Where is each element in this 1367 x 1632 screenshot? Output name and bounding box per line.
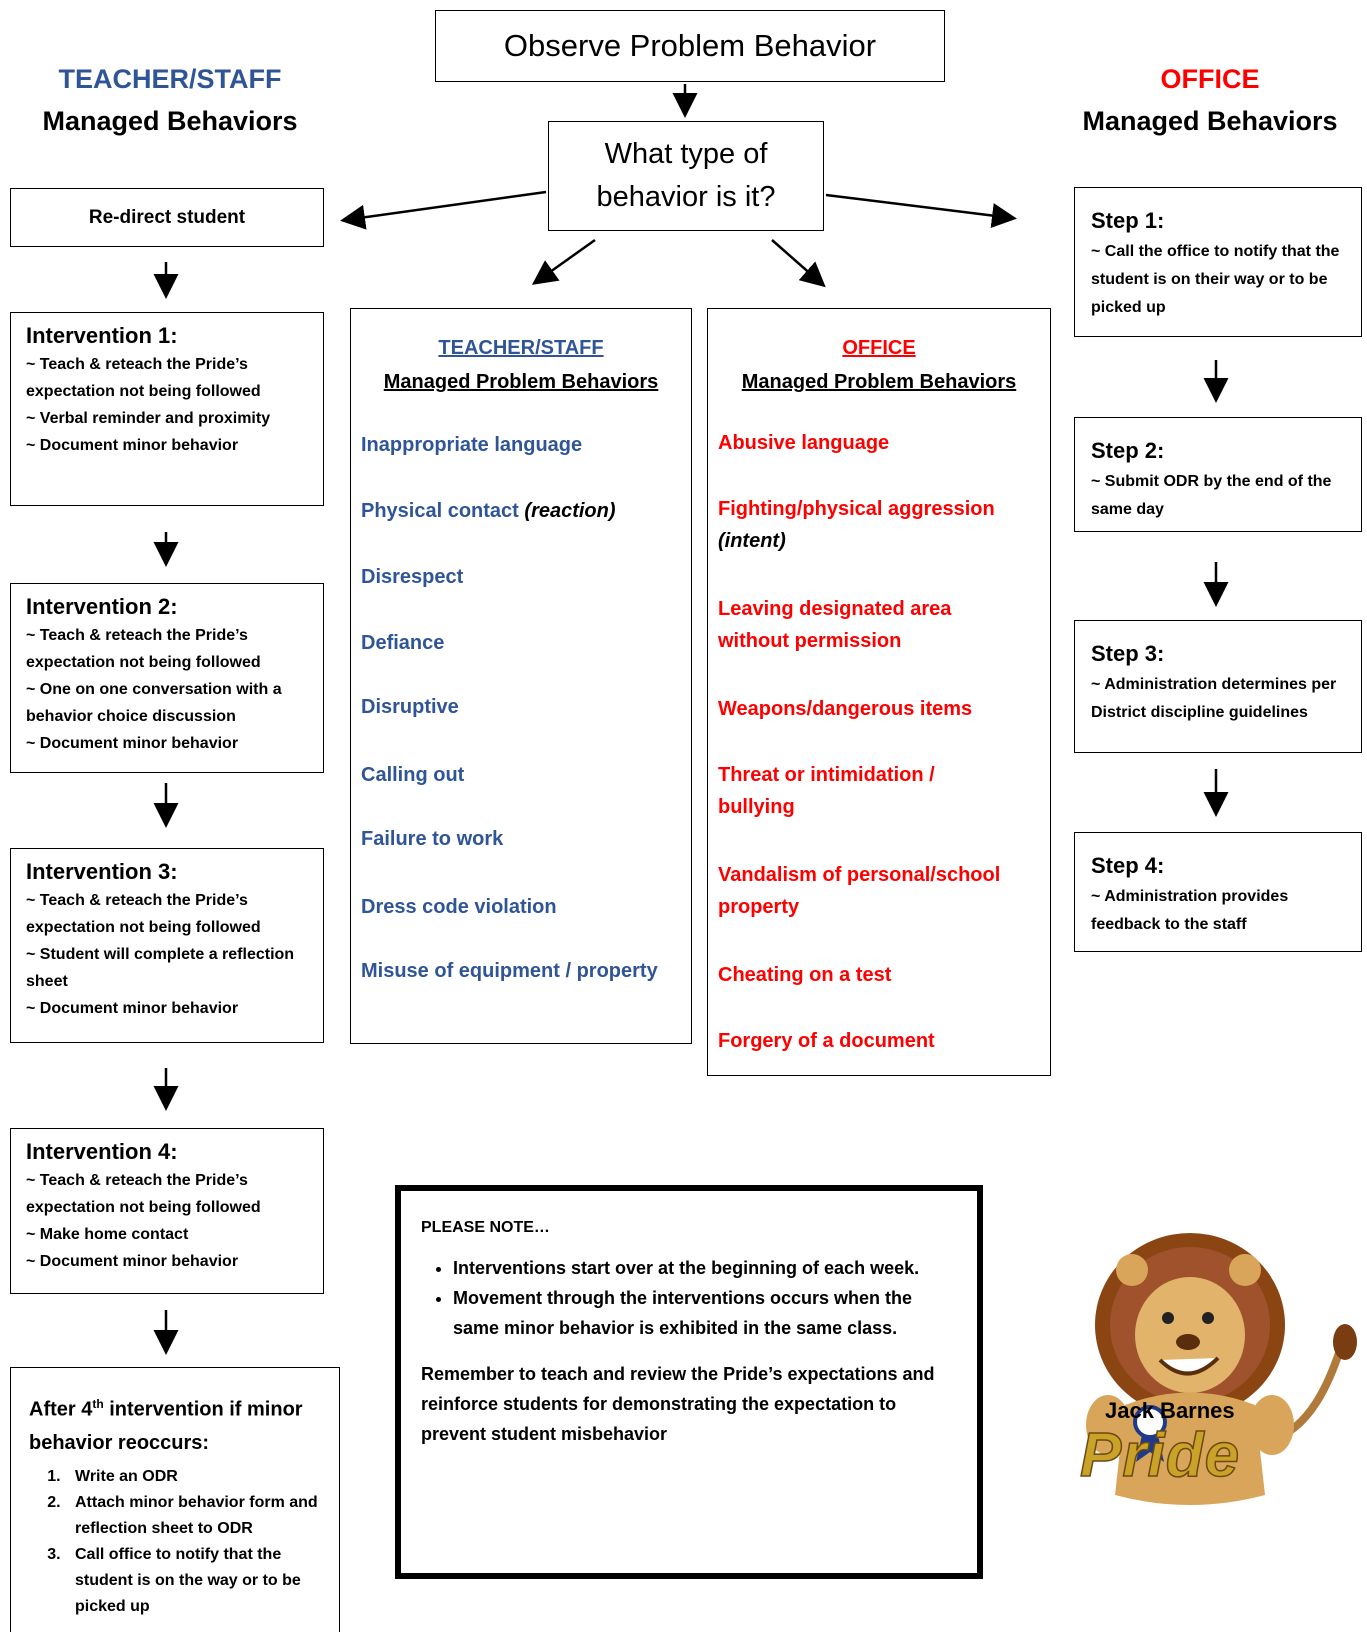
after-step: Call office to notify that the student i… — [65, 1542, 323, 1620]
type-question-line1: What type of — [604, 138, 768, 170]
intervention-4-box: Intervention 4: ~ Teach & reteach the Pr… — [10, 1128, 324, 1294]
intervention-1-title: Intervention 1: — [26, 323, 178, 348]
after-heading: After 4th intervention if minor behavior… — [29, 1397, 303, 1454]
intervention-3-box: Intervention 3: ~ Teach & reteach the Pr… — [10, 848, 324, 1043]
teacher-behavior-item: Disruptive — [361, 696, 459, 718]
teacher-behavior-item: Physical contact (reaction) — [361, 500, 616, 522]
step-1-title: Step 1: — [1091, 208, 1165, 233]
intervention-2-line: ~ One on one conversation with a behavio… — [26, 681, 282, 725]
note-bullets: Interventions start over at the beginnin… — [421, 1253, 957, 1343]
redirect-student-box: Re-direct student — [10, 188, 324, 247]
office-list-heading2: Managed Problem Behaviors — [741, 371, 1017, 393]
intervention-1-line: ~ Teach & reteach the Pride’s expectatio… — [26, 356, 261, 400]
step-1-text: ~ Call the office to notify that the stu… — [1091, 243, 1340, 316]
office-behavior-item: Fighting/physical aggression(intent) — [718, 498, 995, 552]
step-4-box: Step 4: ~ Administration provides feedba… — [1074, 832, 1362, 952]
observe-title: Observe Problem Behavior — [503, 28, 877, 63]
note-reminder: Remember to teach and review the Pride’s… — [421, 1364, 935, 1444]
step-4-text: ~ Administration provides feedback to th… — [1091, 888, 1289, 933]
teacher-behavior-item: Defiance — [361, 632, 445, 654]
left-heading: TEACHER/STAFF Managed Behaviors — [20, 58, 320, 142]
after-fourth-intervention-box: After 4th intervention if minor behavior… — [10, 1367, 340, 1632]
intervention-1-line: ~ Document minor behavior — [26, 437, 239, 454]
office-problem-behaviors-box: OFFICE Managed Problem Behaviors Abusive… — [707, 308, 1051, 1076]
intervention-3-title: Intervention 3: — [26, 859, 178, 884]
type-question-line2: behavior is it? — [596, 181, 776, 213]
step-2-box: Step 2: ~ Submit ODR by the end of the s… — [1074, 417, 1362, 532]
arrow-type-to-office-list — [771, 239, 826, 288]
office-behavior-item: Abusive language — [718, 432, 890, 454]
mascot-logo: Jack Barnes Pride — [1040, 1230, 1365, 1550]
office-behavior-item: Vandalism of personal/school property — [718, 864, 1001, 918]
note-bullet: Movement through the interventions occur… — [453, 1283, 957, 1343]
after-step: Attach minor behavior form and reflectio… — [65, 1490, 323, 1542]
office-behavior-item: Weapons/dangerous items — [718, 698, 973, 720]
mascot-line1: Jack Barnes — [1105, 1398, 1235, 1423]
teacher-behavior-item: Misuse of equipment / property — [361, 960, 658, 982]
intervention-1-line: ~ Verbal reminder and proximity — [26, 410, 271, 427]
intervention-4-title: Intervention 4: — [26, 1139, 178, 1164]
step-3-title: Step 3: — [1091, 641, 1165, 666]
teacher-behavior-item: Calling out — [361, 764, 465, 786]
step-1-box: Step 1: ~ Call the office to notify that… — [1074, 187, 1362, 337]
intervention-3-line: ~ Student will complete a reflection she… — [26, 946, 295, 990]
intervention-2-box: Intervention 2: ~ Teach & reteach the Pr… — [10, 583, 324, 773]
redirect-label: Re-direct student — [88, 206, 246, 228]
right-heading: OFFICE Managed Behaviors — [1055, 58, 1365, 142]
teacher-problem-behaviors-box: TEACHER/STAFF Managed Problem Behaviors … — [350, 308, 692, 1044]
teacher-behavior-item: Inappropriate language — [361, 434, 583, 456]
right-heading-line1: OFFICE — [1160, 64, 1260, 94]
step-4-title: Step 4: — [1091, 853, 1165, 878]
office-behavior-item: Leaving designated area without permissi… — [718, 598, 952, 652]
intervention-2-title: Intervention 2: — [26, 594, 178, 619]
intervention-3-line: ~ Teach & reteach the Pride’s expectatio… — [26, 892, 261, 936]
intervention-4-line: ~ Teach & reteach the Pride’s expectatio… — [26, 1172, 261, 1216]
note-bullet: Interventions start over at the beginnin… — [453, 1253, 957, 1283]
after-step: Write an ODR — [65, 1464, 323, 1490]
note-title: PLEASE NOTE… — [421, 1219, 550, 1236]
intervention-2-line: ~ Document minor behavior — [26, 735, 239, 752]
office-behavior-item: Cheating on a test — [718, 964, 892, 986]
right-heading-line2: Managed Behaviors — [1082, 106, 1338, 136]
office-list-heading1: OFFICE — [842, 337, 916, 359]
arrow-type-to-left — [340, 190, 547, 230]
behavior-type-box: What type of behavior is it? — [548, 121, 824, 231]
teacher-list-heading1: TEACHER/STAFF — [438, 337, 604, 359]
after-steps-list: Write an ODR Attach minor behavior form … — [29, 1464, 323, 1620]
intervention-4-line: ~ Document minor behavior — [26, 1253, 239, 1270]
teacher-behavior-item: Failure to work — [361, 828, 504, 850]
observe-problem-behavior-box: Observe Problem Behavior — [435, 10, 945, 82]
office-behavior-item: Threat or intimidation / bullying — [718, 764, 935, 818]
intervention-4-line: ~ Make home contact — [26, 1226, 189, 1243]
step-2-title: Step 2: — [1091, 438, 1165, 463]
teacher-behavior-item: Disrespect — [361, 566, 464, 588]
office-behavior-item: Forgery of a document — [718, 1030, 935, 1052]
teacher-behavior-item: Dress code violation — [361, 896, 557, 918]
lion-mascot-icon — [1086, 1233, 1357, 1505]
arrow-type-to-right — [825, 193, 1017, 228]
intervention-1-box: Intervention 1: ~ Teach & reteach the Pr… — [10, 312, 324, 506]
step-3-box: Step 3: ~ Administration determines per … — [1074, 620, 1362, 753]
arrow-type-to-teacher-list — [531, 238, 596, 285]
intervention-2-line: ~ Teach & reteach the Pride’s expectatio… — [26, 627, 261, 671]
please-note-box: PLEASE NOTE… Interventions start over at… — [395, 1185, 983, 1579]
teacher-list-heading2: Managed Problem Behaviors — [383, 371, 659, 393]
intervention-3-line: ~ Document minor behavior — [26, 1000, 239, 1017]
step-3-text: ~ Administration determines per District… — [1091, 676, 1337, 721]
step-2-text: ~ Submit ODR by the end of the same day — [1091, 473, 1332, 518]
left-heading-line1: TEACHER/STAFF — [58, 64, 282, 94]
left-heading-line2: Managed Behaviors — [42, 106, 298, 136]
mascot-line2: Pride — [1079, 1420, 1241, 1491]
